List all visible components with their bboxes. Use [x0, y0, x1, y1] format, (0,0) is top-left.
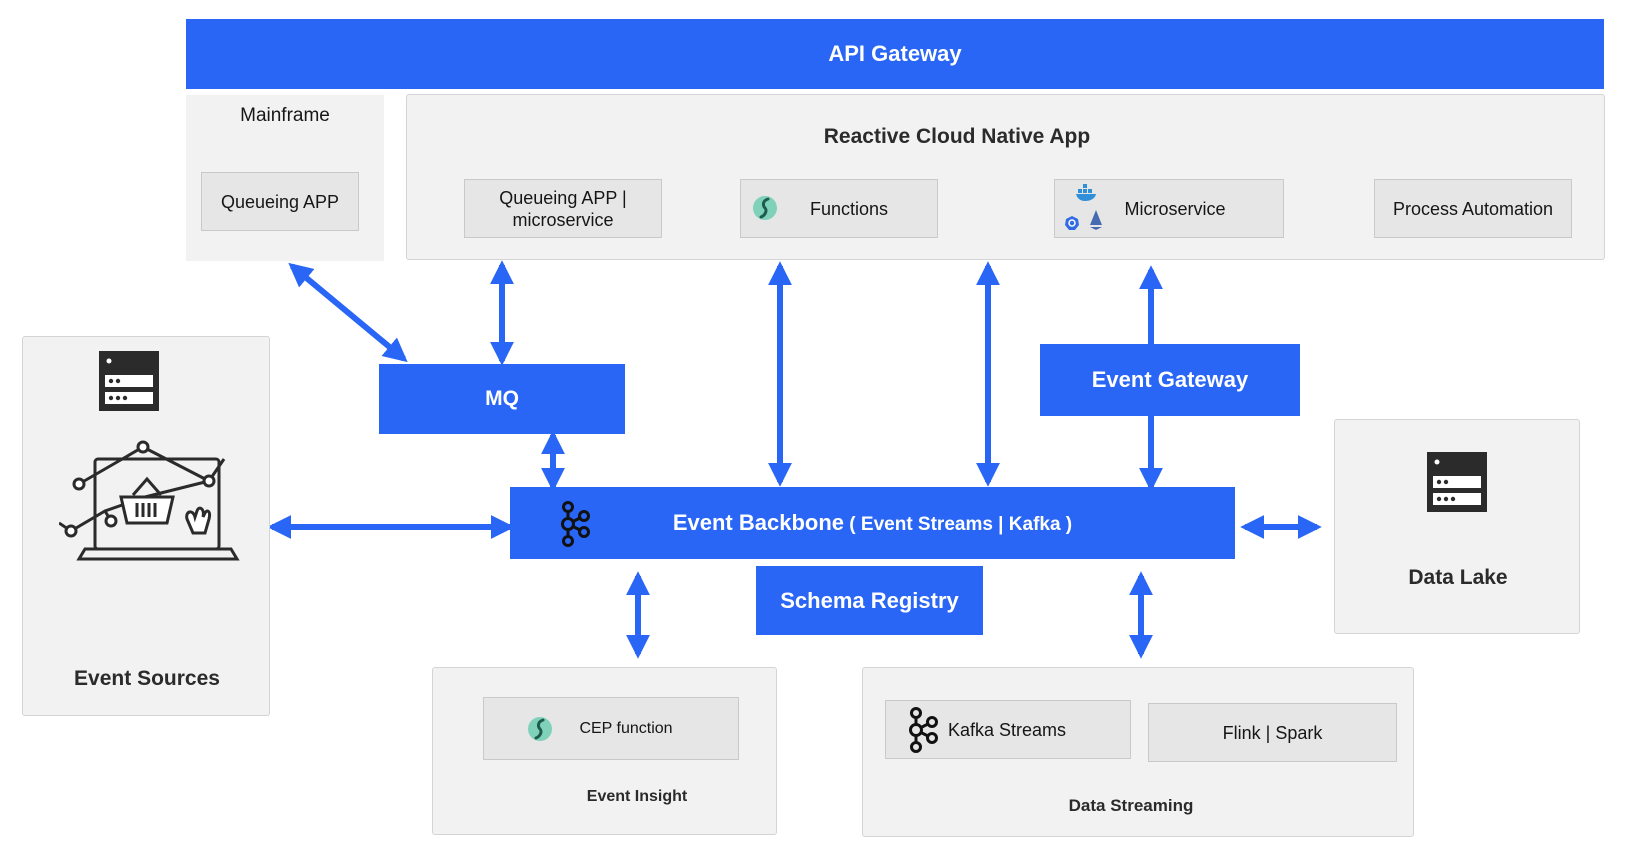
flink-spark-label: Flink | Spark [1222, 722, 1323, 743]
server-icon [1427, 452, 1487, 512]
reactive-app-title: Reactive Cloud Native App [823, 125, 1091, 148]
istio-icon [1089, 210, 1103, 230]
functions-box: Functions [740, 179, 938, 238]
reactive-app-group: Reactive Cloud Native App Queueing APP |… [406, 94, 1605, 260]
data-streaming-group: Kafka Streams Flink | Spark Data Streami… [862, 667, 1414, 837]
mq-label: MQ [485, 387, 519, 410]
cep-function-box: CEP function [483, 697, 739, 760]
flink-spark-box: Flink | Spark [1148, 703, 1397, 762]
microservice-label: Microservice [1124, 198, 1226, 219]
event-gateway-label: Event Gateway [1091, 367, 1249, 392]
openwhisk-icon [751, 194, 779, 222]
event-insight-group: CEP function Event Insight [432, 667, 777, 835]
laptop-shopping-icon [59, 439, 259, 569]
api-gateway-label: API Gateway [828, 41, 962, 66]
process-automation-box: Process Automation [1374, 179, 1572, 238]
functions-label: Functions [809, 198, 889, 219]
data-lake-label: Data Lake [1408, 566, 1508, 589]
docker-icon [1075, 184, 1099, 202]
arrow-mainframe-mq [288, 262, 408, 363]
queueing-microservice-line1: Queueing APP | [499, 187, 627, 208]
mainframe-group: Mainframe Queueing APP [186, 95, 384, 261]
data-lake-group: Data Lake [1334, 419, 1580, 634]
process-automation-label: Process Automation [1392, 198, 1554, 219]
event-backbone-sub: ( Event Streams | Kafka ) [844, 514, 1073, 535]
kafka-streams-label: Kafka Streams [948, 719, 1067, 740]
api-gateway-bar: API Gateway [186, 19, 1604, 89]
kubernetes-icon [1065, 216, 1079, 230]
mq-box: MQ [379, 364, 625, 434]
event-sources-label: Event Sources [74, 667, 220, 690]
mainframe-queueing-app-label: Queueing APP [220, 191, 340, 212]
event-backbone-box: Event Backbone ( Event Streams | Kafka ) [510, 487, 1235, 559]
mainframe-queueing-app: Queueing APP [201, 172, 359, 231]
queueing-microservice-line2: microservice [512, 209, 614, 230]
schema-registry-label: Schema Registry [780, 587, 959, 613]
event-gateway-box: Event Gateway [1040, 344, 1300, 416]
data-streaming-label: Data Streaming [1068, 796, 1194, 815]
kafka-icon [906, 706, 938, 753]
mainframe-title: Mainframe [240, 105, 330, 126]
microservice-box: Microservice [1054, 179, 1284, 238]
kafka-streams-box: Kafka Streams [885, 700, 1131, 759]
event-insight-label: Event Insight [586, 788, 688, 805]
openwhisk-icon [526, 715, 554, 743]
event-backbone-label: Event Backbone ( Event Streams | Kafka ) [673, 510, 1072, 536]
cep-function-label: CEP function [579, 719, 673, 737]
event-sources-group: Event Sources [22, 336, 270, 716]
server-icon [99, 351, 159, 411]
event-backbone-main: Event Backbone [672, 510, 845, 535]
kafka-icon [558, 501, 590, 547]
schema-registry-box: Schema Registry [756, 566, 983, 635]
queueing-microservice-box: Queueing APP | microservice [464, 179, 662, 238]
